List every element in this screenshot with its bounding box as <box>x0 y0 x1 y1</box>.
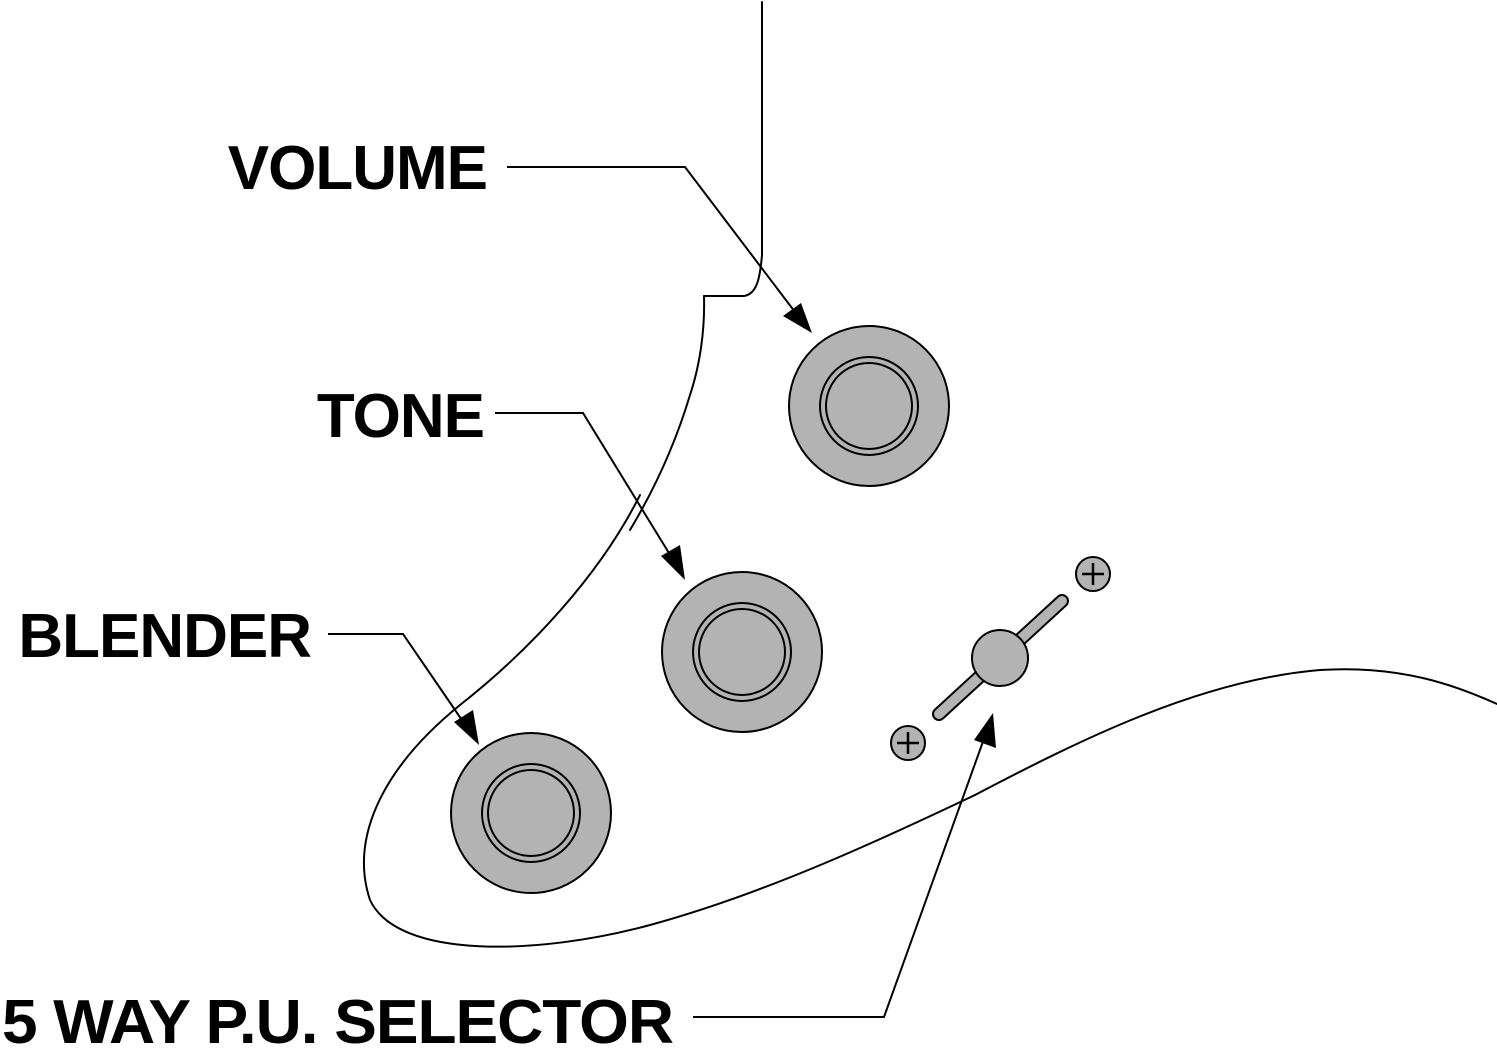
arrowhead-icon <box>783 303 812 333</box>
body-contour-curve <box>974 668 1497 796</box>
pickup-selector-switch[interactable] <box>890 556 1111 761</box>
screw-icon <box>890 725 926 761</box>
tone-leader <box>495 412 685 580</box>
arrowhead-icon <box>454 710 479 745</box>
selector-leader-line <box>693 735 986 1018</box>
blender-knob-ring <box>481 763 581 863</box>
volume-leader-line <box>507 166 796 313</box>
blender-leader <box>328 633 479 745</box>
volume-knob[interactable] <box>788 325 950 487</box>
volume-knob-cap <box>825 362 913 450</box>
tone-knob[interactable] <box>661 571 823 733</box>
volume-knob-ring <box>819 356 919 456</box>
blender-knob-cap <box>487 769 575 857</box>
selector-leader <box>693 713 996 1018</box>
pickguard-corner <box>703 254 763 297</box>
tone-leader-line <box>495 412 673 559</box>
blender-leader-line <box>328 633 467 727</box>
pickup-selector-label: 5 WAY P.U. SELECTOR <box>2 988 673 1051</box>
control-plate-outline <box>363 494 976 948</box>
pickguard-edge <box>629 295 706 531</box>
blender-label: BLENDER <box>18 602 311 671</box>
volume-leader <box>507 166 812 333</box>
screw-icon <box>1075 556 1111 592</box>
tone-knob-cap <box>698 608 786 696</box>
blender-knob[interactable] <box>450 732 612 894</box>
volume-label: VOLUME <box>228 134 487 203</box>
arrowhead-icon <box>974 713 996 748</box>
body-outlines <box>363 1 1497 948</box>
tone-knob-ring <box>692 602 792 702</box>
arrowhead-icon <box>661 545 685 580</box>
selector-switch-tip[interactable] <box>971 629 1029 687</box>
tone-label: TONE <box>317 382 484 451</box>
